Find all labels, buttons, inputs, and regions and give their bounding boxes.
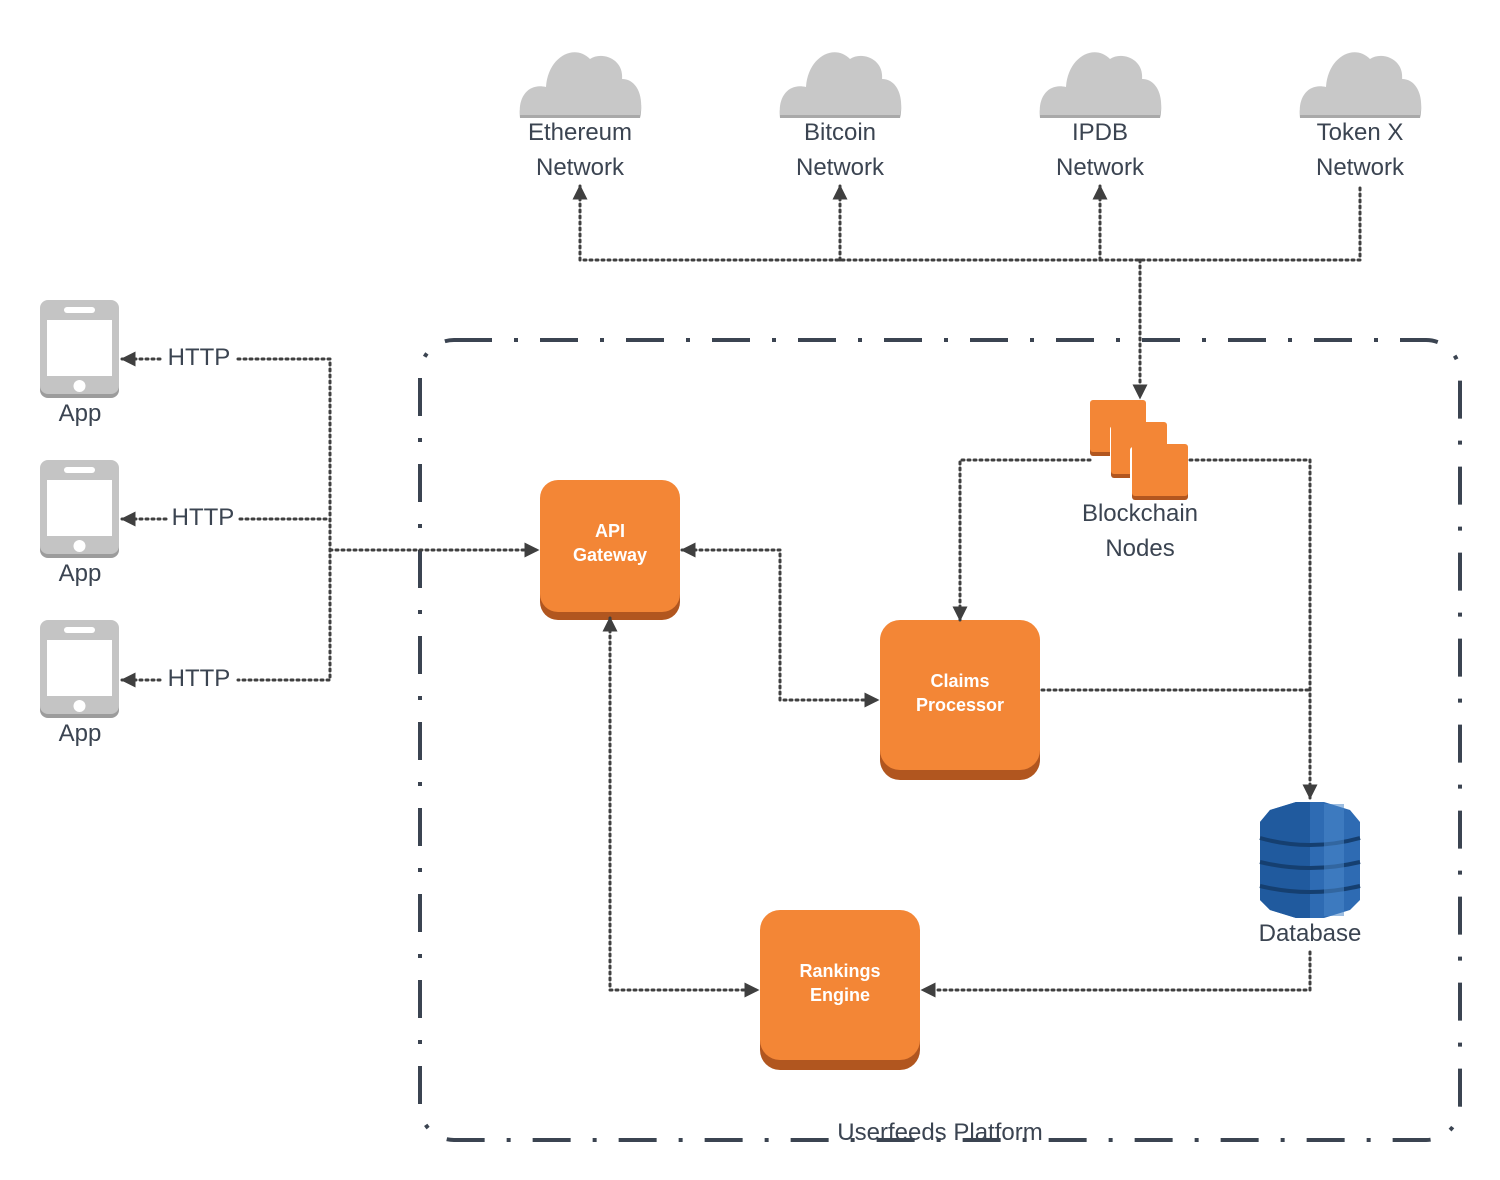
database-icon bbox=[1259, 802, 1361, 918]
connector-api-gateway-rankings-engine bbox=[602, 616, 760, 998]
http-label: HTTP bbox=[168, 665, 231, 692]
http-label: HTTP bbox=[168, 344, 231, 371]
connector-blockchain-nodes-claims-processor bbox=[952, 458, 1092, 622]
network-label-line2: Network bbox=[1316, 154, 1405, 181]
claims-processor-label-line2: Processor bbox=[916, 695, 1004, 715]
connector-database-rankings-engine bbox=[920, 950, 1312, 998]
blockchain-nodes-label-line2: Nodes bbox=[1105, 535, 1174, 562]
app-label: App bbox=[59, 720, 102, 747]
rankings-engine-box: Rankings Engine bbox=[760, 910, 920, 1070]
app-3: App bbox=[40, 620, 119, 747]
connector-ethereum-bus bbox=[572, 184, 1362, 262]
network-label-line1: Bitcoin bbox=[804, 119, 876, 146]
app-2: App bbox=[40, 460, 119, 587]
network-label-line2: Network bbox=[1056, 154, 1145, 181]
platform-label: Userfeeds Platform bbox=[837, 1119, 1042, 1146]
connector-app1-bus bbox=[236, 357, 332, 682]
network-label-line1: Token X bbox=[1317, 119, 1404, 146]
rankings-engine-label-line2: Engine bbox=[810, 985, 870, 1005]
network-label-line1: Ethereum bbox=[528, 119, 632, 146]
api-gateway-label-line2: Gateway bbox=[573, 545, 647, 565]
rankings-engine-label-line1: Rankings bbox=[799, 961, 880, 981]
cloud-icon bbox=[1299, 52, 1422, 115]
cloud-icon bbox=[1039, 52, 1162, 115]
network-ipdb: IPDB Network bbox=[1039, 52, 1162, 181]
network-label-line2: Network bbox=[536, 154, 625, 181]
cloud-icon bbox=[519, 52, 642, 115]
http-label: HTTP bbox=[172, 504, 235, 531]
network-label-line1: IPDB bbox=[1072, 119, 1128, 146]
api-gateway-label-line1: API bbox=[595, 521, 625, 541]
app-label: App bbox=[59, 400, 102, 427]
blockchain-nodes-icon bbox=[1090, 400, 1190, 501]
connector-blockchain-nodes-database bbox=[1188, 458, 1318, 800]
api-gateway-box: API Gateway bbox=[540, 480, 680, 620]
platform-boundary bbox=[418, 338, 1462, 1142]
claims-processor-label-line1: Claims bbox=[930, 671, 989, 691]
connector-api-gateway-claims-processor bbox=[680, 542, 880, 708]
cloud-icon bbox=[779, 52, 902, 115]
network-token-x: Token X Network bbox=[1299, 52, 1422, 181]
app-label: App bbox=[59, 560, 102, 587]
network-bitcoin: Bitcoin Network bbox=[779, 52, 902, 181]
network-ethereum: Ethereum Network bbox=[519, 52, 642, 181]
claims-processor-box: Claims Processor bbox=[880, 620, 1040, 780]
app-1: App bbox=[40, 300, 119, 427]
database-label: Database bbox=[1259, 920, 1362, 947]
network-label-line2: Network bbox=[796, 154, 885, 181]
blockchain-nodes-label-line1: Blockchain bbox=[1082, 500, 1198, 527]
